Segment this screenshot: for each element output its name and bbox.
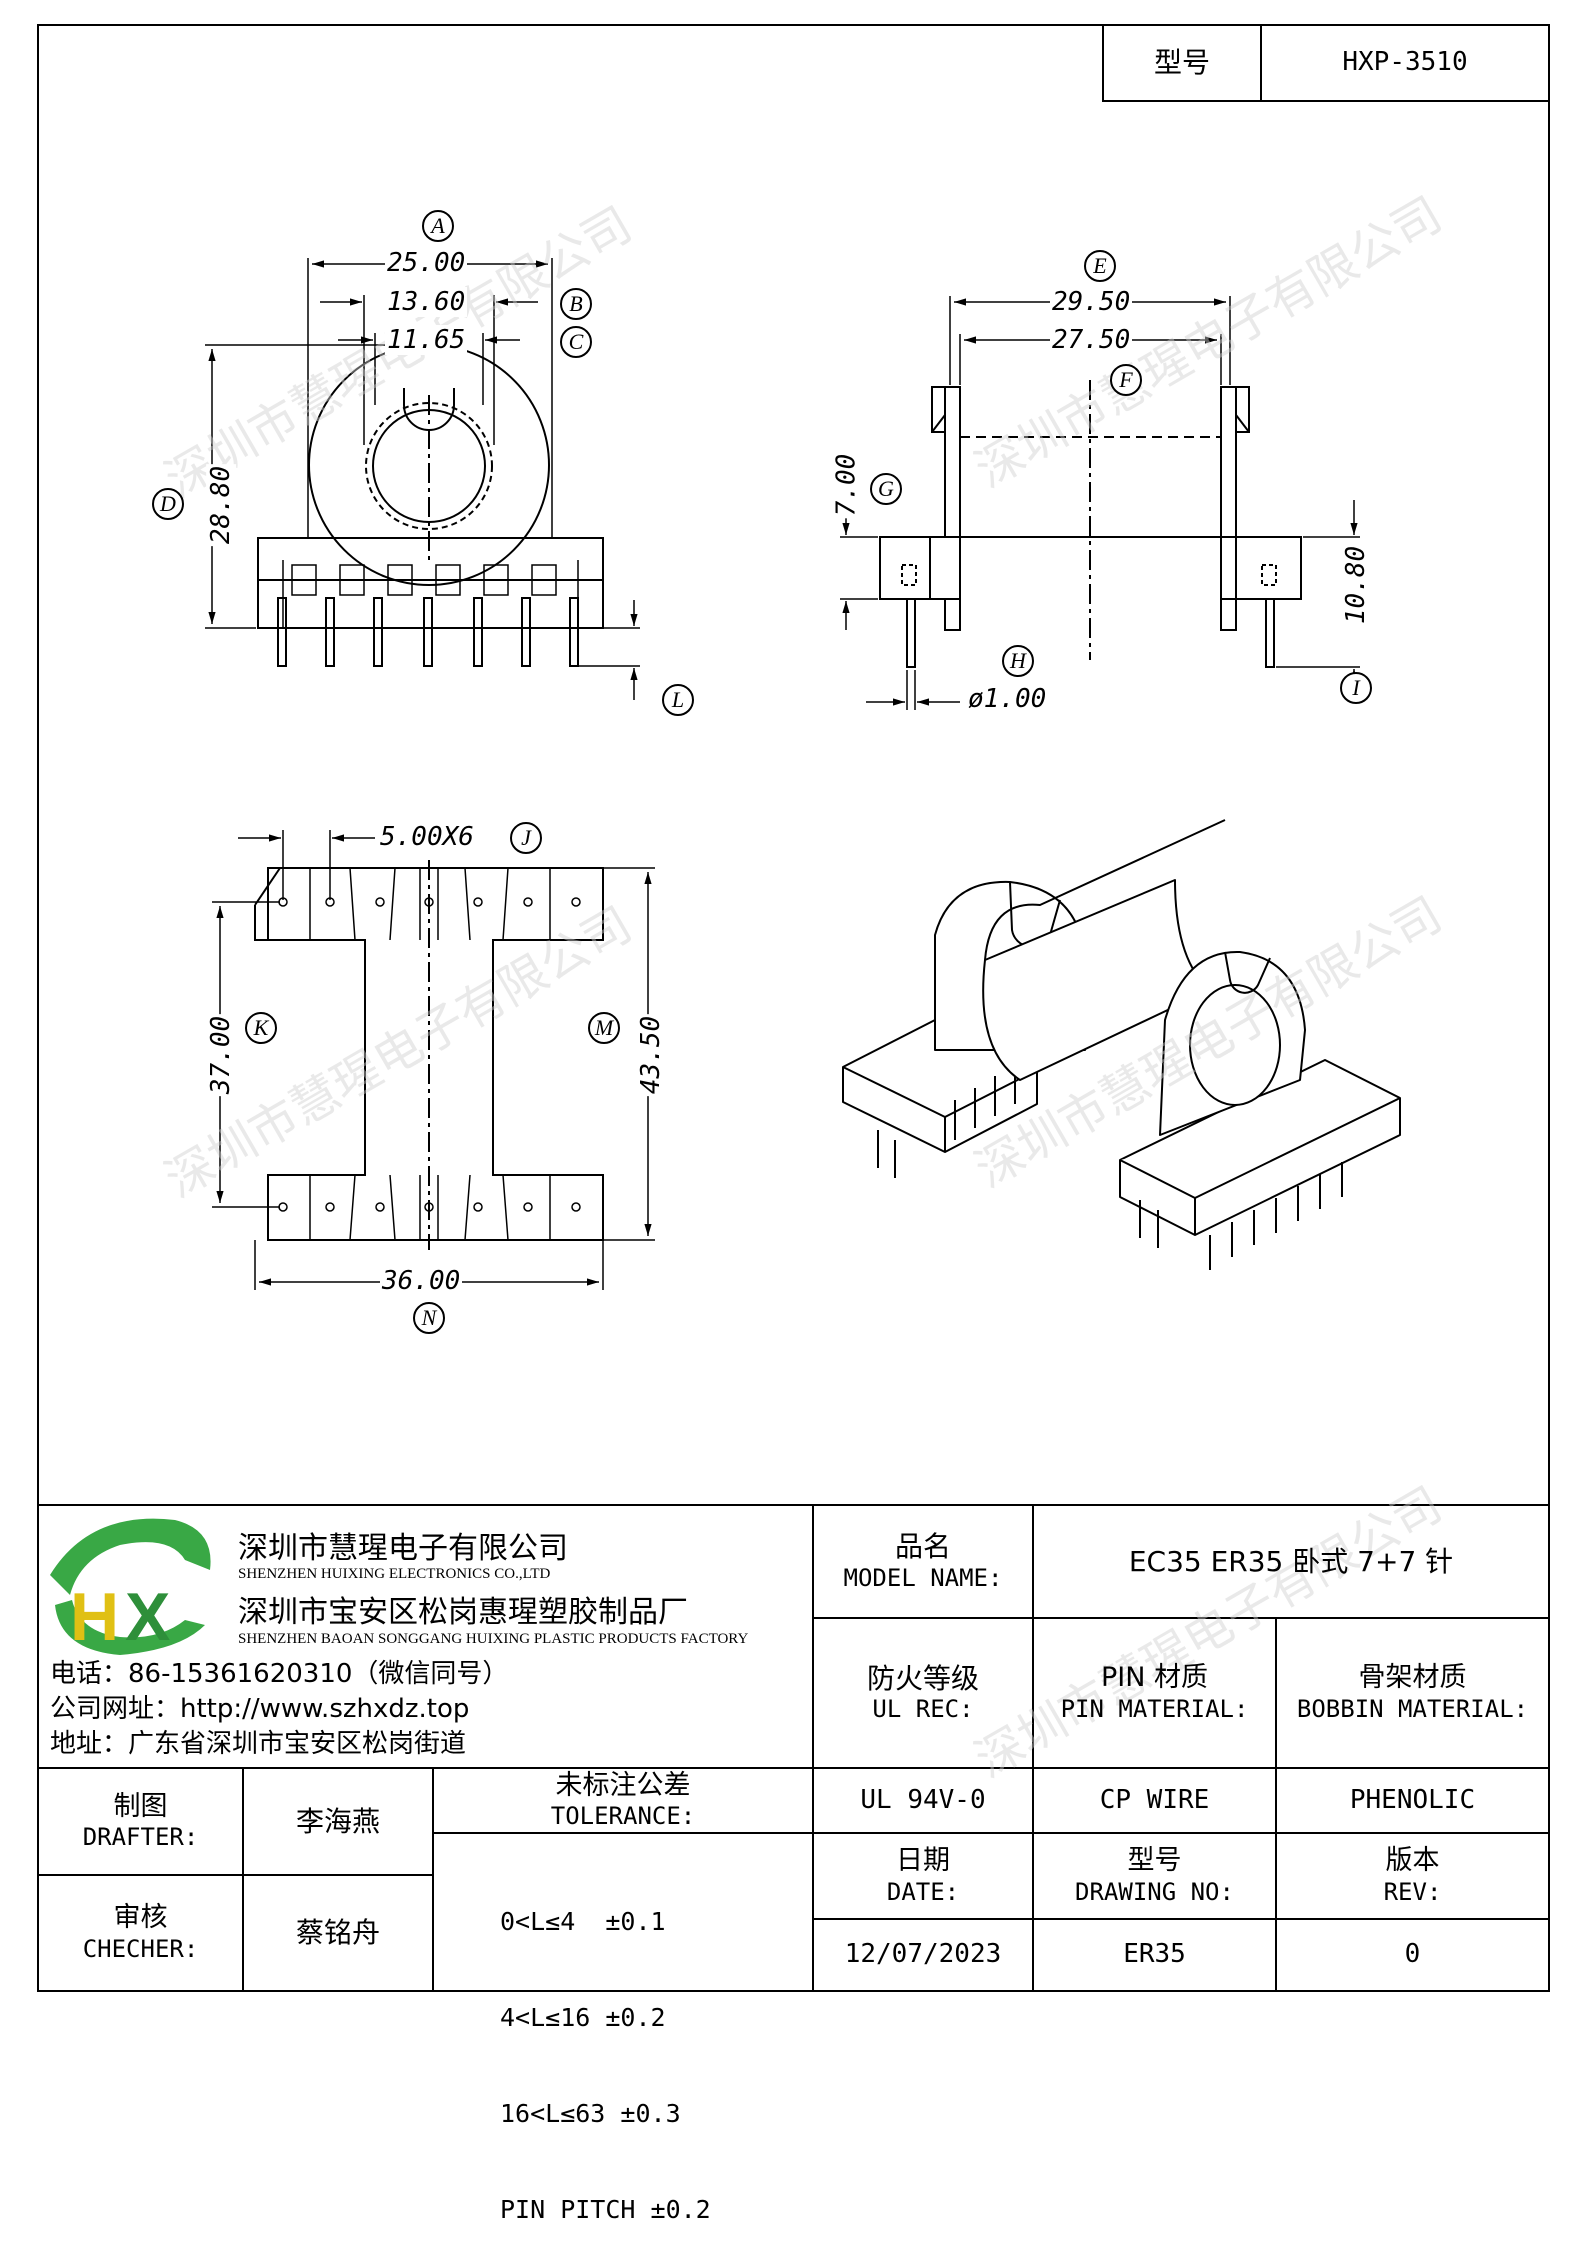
factory-name-en: SHENZHEN BAOAN SONGGANG HUIXING PLASTIC … <box>238 1631 749 1647</box>
dim-callout-d: D <box>152 488 184 520</box>
dim-callout-e: E <box>1084 250 1116 282</box>
model-header-box <box>1102 24 1550 102</box>
drawing-sheet: H X <box>37 24 1550 1992</box>
model-value: HXP-3510 <box>1342 47 1468 78</box>
dim-callout-n: N <box>413 1302 445 1334</box>
tolerance-line: 4<L≤16 ±0.2 <box>500 2003 666 2032</box>
company-name-cn: 深圳市慧瑆电子有限公司 <box>238 1531 568 1566</box>
dim-k-value: 37.00 <box>206 1013 237 1097</box>
model-name-label: 品名 MODEL NAME: <box>843 1530 1003 1592</box>
dim-a-value: 25.00 <box>385 248 468 278</box>
bobbin-material-value: PHENOLIC <box>1349 1784 1476 1815</box>
tolerance-table: 0<L≤4 ±0.1 4<L≤16 ±0.2 16<L≤63 ±0.3 PIN … <box>500 1842 800 2258</box>
factory-name-cn: 深圳市宝安区松岗惠瑆塑胶制品厂 <box>238 1595 688 1630</box>
dim-h-value: ø1.00 <box>966 684 1049 714</box>
dim-f-value: 27.50 <box>1050 325 1133 355</box>
bobbin-material-label: 骨架材质 BOBBIN MATERIAL: <box>1296 1662 1529 1723</box>
dim-g-value: 7.00 <box>831 451 862 519</box>
company-phone: 电话：86-15361620310（微信同号） <box>50 1659 509 1689</box>
pin-material-label: PIN 材质 PIN MATERIAL: <box>1060 1662 1249 1723</box>
dim-callout-c: C <box>560 326 592 358</box>
drafter-value: 李海燕 <box>295 1804 380 1838</box>
dim-callout-l: L <box>662 684 694 716</box>
dim-b-value: 13.60 <box>385 287 468 317</box>
dim-callout-k: K <box>245 1012 277 1044</box>
dim-callout-g: G <box>870 473 902 505</box>
date-label: 日期 DATE: <box>886 1845 960 1906</box>
company-name-en: SHENZHEN HUIXING ELECTRONICS CO.,LTD <box>238 1566 551 1582</box>
ul-value: UL 94V-0 <box>860 1784 986 1815</box>
dim-i-value: 10.80 <box>1341 543 1372 627</box>
model-name-value: EC35 ER35 卧式 7+7 针 <box>1128 1544 1454 1578</box>
tolerance-label: 未标注公差 TOLERANCE: <box>550 1769 696 1831</box>
dim-callout-f: F <box>1110 364 1142 396</box>
isometric-view <box>842 819 1401 1270</box>
company-logo: H X <box>50 1518 211 1655</box>
dim-callout-b: B <box>560 288 592 320</box>
drafter-label: 制图 DRAFTER: <box>82 1790 199 1852</box>
tolerance-line: 16<L≤63 ±0.3 <box>500 2099 681 2128</box>
date-value: 12/07/2023 <box>844 1939 1002 1970</box>
tolerance-line: 0<L≤4 ±0.1 <box>500 1907 666 1936</box>
drawing-no-label: 型号 DRAWING NO: <box>1075 1845 1234 1906</box>
title-block-grid <box>38 1504 1549 1991</box>
dim-d-value: 28.80 <box>206 463 237 547</box>
company-website[interactable]: 公司网址：http://www.szhxdz.top <box>50 1694 470 1724</box>
dim-e-value: 29.50 <box>1050 287 1133 317</box>
pin-material-value: CP WIRE <box>1099 1784 1210 1815</box>
dimension-labels: .dim { position:absolute; font-family:"D… <box>152 210 1372 1334</box>
side-view <box>879 380 1302 668</box>
dim-c-value: 11.65 <box>385 325 468 355</box>
front-view-dimensions <box>205 258 640 700</box>
tolerance-line: PIN PITCH ±0.2 <box>500 2195 711 2224</box>
svg-text:H: H <box>70 1579 119 1655</box>
rev-label: 版本 REV: <box>1383 1845 1442 1906</box>
company-address: 地址：广东省深圳市宝安区松岗街道 <box>50 1729 467 1759</box>
rev-value: 0 <box>1404 1939 1421 1970</box>
checker-label: 审核 CHECHER: <box>82 1902 199 1963</box>
ul-label: 防火等级 UL REC: <box>866 1661 979 1724</box>
company-info: 深圳市慧瑆电子有限公司 SHENZHEN HUIXING ELECTRONICS… <box>38 1505 813 1768</box>
bottom-view <box>254 860 604 1250</box>
dim-callout-m: M <box>588 1012 620 1044</box>
dim-m-value: 43.50 <box>636 1013 667 1097</box>
dim-callout-h: H <box>1002 645 1034 677</box>
svg-text:X: X <box>125 1579 170 1655</box>
dim-callout-a: A <box>422 210 454 242</box>
checker-value: 蔡铭舟 <box>295 1916 380 1950</box>
dim-j-value: 5.00X6 <box>378 822 476 852</box>
dim-callout-j: J <box>510 822 542 854</box>
dim-n-value: 36.00 <box>380 1266 463 1296</box>
dim-callout-i: I <box>1340 672 1372 704</box>
sheet-border <box>37 24 1550 1992</box>
model-label: 型号 <box>1153 46 1210 80</box>
drawing-no-value: ER35 <box>1123 1939 1186 1970</box>
